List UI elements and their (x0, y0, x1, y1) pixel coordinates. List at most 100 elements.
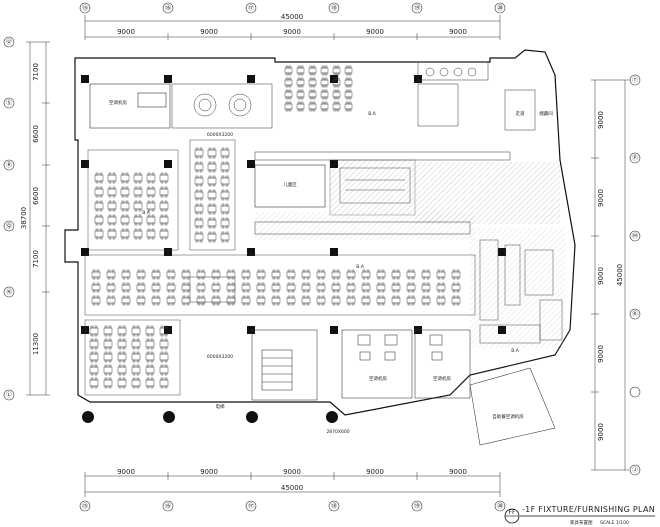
chair (285, 101, 289, 105)
dining-table (211, 297, 221, 304)
chair (246, 302, 250, 306)
chair (160, 325, 164, 329)
chair (321, 282, 325, 286)
dining-table (181, 297, 191, 304)
chair (333, 84, 337, 88)
chair (246, 295, 250, 299)
dining-table (361, 271, 371, 278)
chair (118, 325, 122, 329)
chair (321, 302, 325, 306)
chair (108, 236, 112, 240)
left-grid-bubbles (3, 36, 15, 401)
chair (125, 194, 129, 198)
chair (138, 180, 142, 184)
dining-table (346, 284, 356, 291)
dining-table (207, 191, 217, 199)
chair (392, 269, 396, 273)
chair (108, 180, 112, 184)
chair (182, 289, 186, 293)
chair (291, 282, 295, 286)
chair (90, 364, 94, 368)
chair (164, 359, 168, 363)
dining-table (361, 297, 371, 304)
dining-table (121, 271, 131, 278)
chair (348, 108, 352, 112)
chair (95, 222, 99, 226)
chair (396, 295, 400, 299)
note-2-label: 6000X3200 (207, 354, 233, 360)
dining-table (194, 205, 204, 213)
chair (441, 276, 445, 280)
chair (156, 269, 160, 273)
chair (122, 359, 126, 363)
chair (227, 295, 231, 299)
chair (246, 289, 250, 293)
chair (345, 65, 349, 69)
dining-table (103, 366, 113, 374)
chair (122, 333, 126, 337)
chair (147, 186, 151, 190)
chair (195, 175, 199, 179)
dining-table (241, 297, 251, 304)
chair (272, 302, 276, 306)
right-bay-4: 9000 (597, 345, 605, 363)
chair (199, 239, 203, 243)
chair (108, 346, 112, 350)
grid-row-q: Ⓠ (6, 222, 12, 230)
top-bay-1: 9000 (117, 28, 135, 36)
dining-table (159, 202, 169, 210)
chair (261, 289, 265, 293)
chair (90, 333, 94, 337)
chair (208, 239, 212, 243)
chair (312, 108, 316, 112)
chair (141, 302, 145, 306)
chair (150, 346, 154, 350)
chair (199, 147, 203, 151)
dining-table (146, 202, 156, 210)
chair (138, 222, 142, 226)
chair (297, 84, 301, 88)
chair (201, 269, 205, 273)
dining-table (316, 297, 326, 304)
chair (287, 302, 291, 306)
chair (118, 338, 122, 342)
chair (195, 147, 199, 151)
chair (160, 200, 164, 204)
chair (108, 333, 112, 337)
chair (422, 289, 426, 293)
chair (212, 189, 216, 193)
chair (312, 84, 316, 88)
chair (302, 269, 306, 273)
chair (288, 72, 292, 76)
chair (195, 155, 199, 159)
chair (122, 346, 126, 350)
chair (197, 289, 201, 293)
chair (300, 65, 304, 69)
chair (227, 302, 231, 306)
chair (160, 372, 164, 376)
chair (164, 194, 168, 198)
dining-table (220, 191, 230, 199)
chair (95, 186, 99, 190)
dining-table (103, 379, 113, 387)
chair (118, 385, 122, 389)
dining-table (421, 297, 431, 304)
chair (164, 338, 168, 342)
chair (147, 222, 151, 226)
chair (212, 276, 216, 280)
dining-table (194, 149, 204, 157)
chair (121, 180, 125, 184)
chair (212, 161, 216, 165)
dining-table (159, 188, 169, 196)
tag-b-label: B.A (142, 210, 151, 216)
dining-table (436, 271, 446, 278)
chair (396, 282, 400, 286)
chair (134, 172, 138, 176)
chair (216, 302, 220, 306)
chair (112, 186, 116, 190)
chair (112, 180, 116, 184)
dining-table (131, 340, 141, 348)
chair (122, 377, 126, 381)
chair (151, 208, 155, 212)
chair (285, 89, 289, 93)
